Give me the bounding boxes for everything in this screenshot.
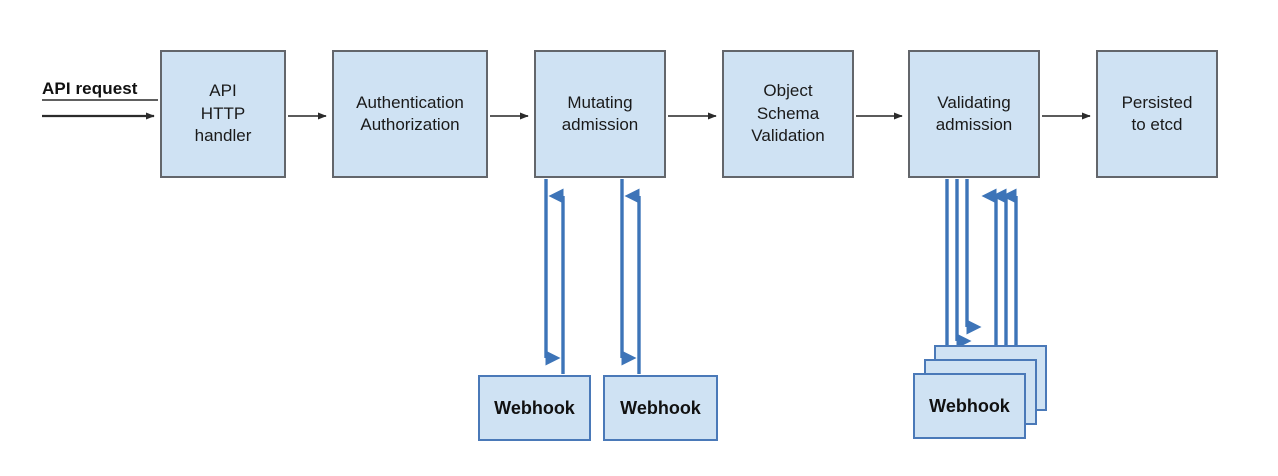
validating-webhook-connector-1: [945, 179, 998, 372]
webhook-mutating-2[interactable]: Webhook: [603, 375, 718, 441]
stage-validating-admission[interactable]: Validating admission: [908, 50, 1040, 178]
stage-label: Mutating admission: [561, 92, 639, 134]
stage-label: Persisted to etcd: [1121, 92, 1193, 134]
validating-webhook-connector-2: [955, 179, 1008, 360]
stage-mutating-admission[interactable]: Mutating admission: [534, 50, 666, 178]
webhook-validating-stack-front[interactable]: Webhook: [913, 373, 1026, 439]
webhook-label: Webhook: [494, 397, 575, 418]
stage-persisted-to-etcd[interactable]: Persisted to etcd: [1096, 50, 1218, 178]
api-request-label: API request: [42, 79, 138, 98]
webhook-label: Webhook: [620, 397, 701, 418]
webhook-label: Webhook: [929, 395, 1010, 416]
stage-label: API HTTP handler: [194, 81, 252, 146]
entry-arrow: [42, 99, 158, 120]
mutating-webhook-2-connector: [620, 179, 641, 374]
stage-api-http-handler[interactable]: API HTTP handler: [160, 50, 286, 178]
stage-label: Validating admission: [935, 92, 1013, 134]
stage-label: Authentication Authorization: [356, 92, 464, 134]
stage-object-schema-validation[interactable]: Object Schema Validation: [722, 50, 854, 178]
validating-webhook-connector-3: [965, 179, 1018, 348]
stage-authentication-authorization[interactable]: Authentication Authorization: [332, 50, 488, 178]
stage-label: Object Schema Validation: [751, 81, 825, 146]
webhook-mutating-1[interactable]: Webhook: [478, 375, 591, 441]
mutating-webhook-1-connector: [544, 179, 565, 374]
